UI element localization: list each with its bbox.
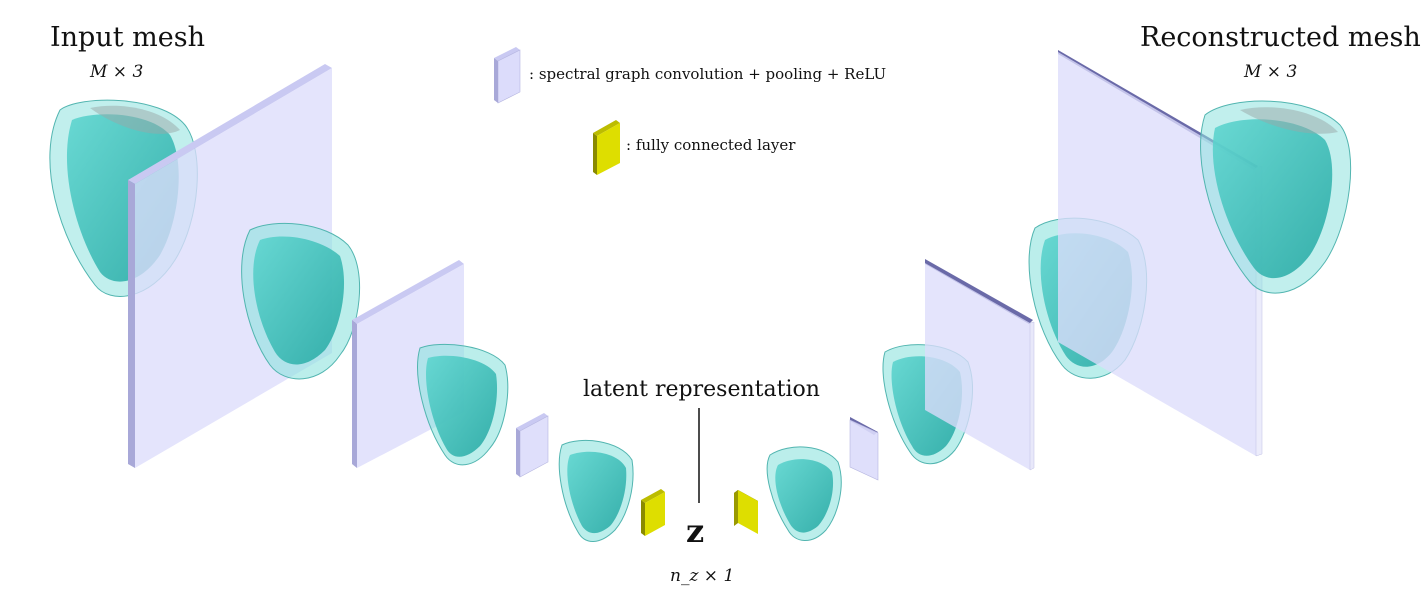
mesh-level-3 (417, 343, 509, 466)
legend-fc-text: : fully connected layer (626, 136, 796, 154)
latent-representation-label: latent representation (583, 377, 820, 402)
output-dim-label: M × 3 (1244, 62, 1298, 82)
fc-layer-decoder (734, 490, 758, 534)
latent-dim-label: n_z × 1 (670, 566, 735, 586)
legend-conv-icon (494, 47, 521, 104)
conv-layer-4 (849, 417, 879, 481)
conv-layer-5 (925, 259, 1035, 471)
fc-layer-encoder (641, 489, 665, 536)
legend-fc-icon (593, 120, 620, 175)
latent-z-symbol: z (686, 512, 705, 550)
input-mesh-title: Input mesh (50, 22, 205, 53)
conv-layer-3 (516, 413, 549, 478)
mesh-level-4 (558, 439, 634, 542)
legend-conv-text: : spectral graph convolution + pooling +… (529, 65, 887, 83)
output-mesh-title: Reconstructed mesh (1140, 22, 1421, 53)
output-mesh (1200, 100, 1352, 294)
mesh-level-2 (241, 222, 361, 380)
mesh-level-5 (766, 446, 842, 541)
input-dim-label: M × 3 (90, 62, 144, 82)
